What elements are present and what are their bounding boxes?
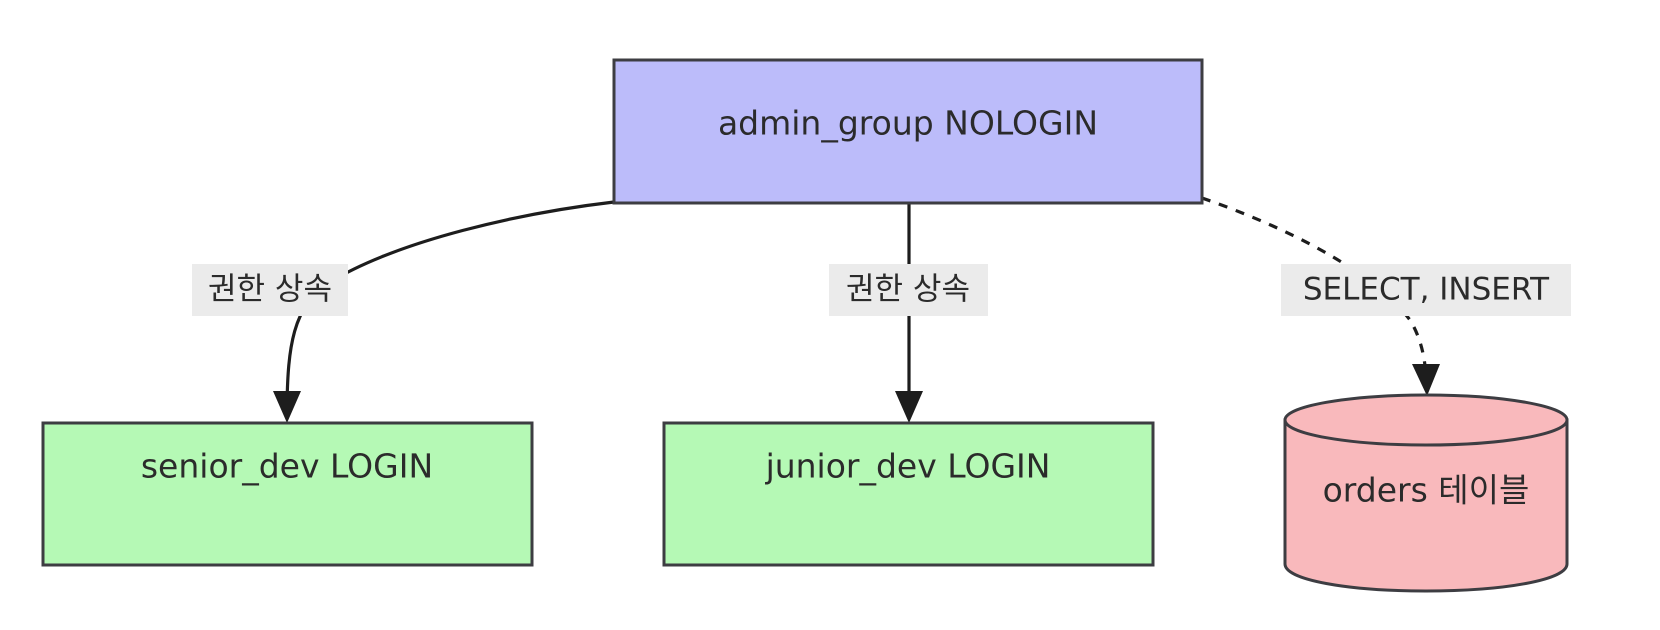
node-admin-group-rect [612,58,1204,205]
node-junior-dev-rect [662,421,1155,567]
edge-label-admin-to-orders: SELECT, INSERT [1281,264,1571,316]
node-admin-group-label: admin_group NOLOGIN [718,104,1098,143]
edge-admin-to-senior[interactable] [273,200,615,423]
node-orders-table-label: orders 테이블 [1323,471,1530,510]
edge-label-admin-to-orders-bg [1281,264,1571,316]
edge-admin-to-senior-path [285,200,615,405]
node-orders-table-body [1283,418,1569,593]
edge-label-admin-to-junior: 권한 상속 [829,264,988,316]
edge-label-admin-to-junior-bg [829,264,988,316]
edge-label-admin-to-senior-text: 권한 상속 [208,272,332,308]
edge-label-admin-to-junior-text: 권한 상속 [846,272,970,308]
edge-label-admin-to-senior-bg [192,264,348,316]
node-admin-group[interactable]: admin_group NOLOGIN [612,58,1204,205]
node-junior-dev[interactable]: junior_dev LOGIN [662,421,1155,567]
edge-label-admin-to-orders-text: SELECT, INSERT [1303,272,1550,308]
node-senior-dev[interactable]: senior_dev LOGIN [41,421,534,567]
edge-admin-to-orders-arrowhead [1412,364,1440,396]
node-orders-table[interactable]: orders 테이블 [1283,393,1569,593]
node-orders-table-top-cap [1283,393,1569,447]
node-senior-dev-rect [41,421,534,567]
edge-admin-to-junior-arrowhead [895,391,923,423]
edge-admin-to-senior-arrowhead [273,391,301,423]
edge-label-admin-to-senior: 권한 상속 [192,264,348,316]
node-junior-dev-label: junior_dev LOGIN [765,447,1051,486]
node-senior-dev-label: senior_dev LOGIN [141,447,433,486]
